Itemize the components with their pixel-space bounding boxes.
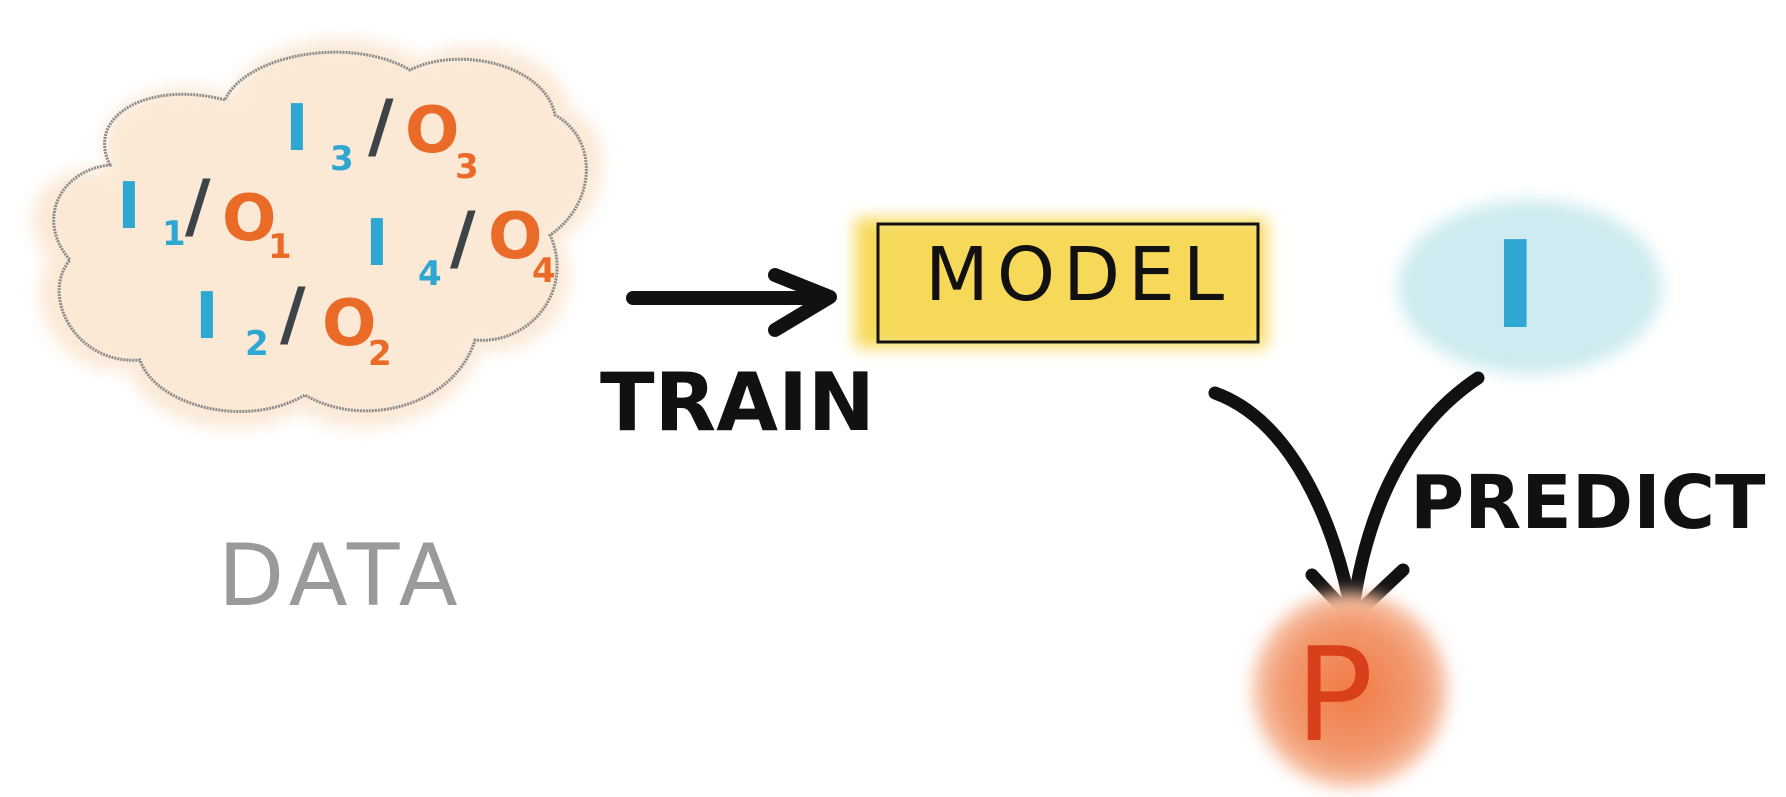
train-arrow xyxy=(626,268,837,337)
pair-2-output: O xyxy=(322,287,376,361)
pair-4-input: I xyxy=(365,207,389,281)
pair-1-output-subscript: 1 xyxy=(268,227,292,267)
pair-4: I 4 / O 4 xyxy=(365,197,556,294)
model-box-outline xyxy=(876,222,1260,344)
data-cloud-outline xyxy=(52,50,588,413)
model-box: MODEL xyxy=(855,218,1267,348)
pair-2-output-subscript: 2 xyxy=(368,334,392,374)
pair-1-input-subscript: 1 xyxy=(162,214,186,254)
prediction-label: P xyxy=(1295,619,1373,771)
pair-4-separator: / xyxy=(450,197,476,279)
pair-2-input-subscript: 2 xyxy=(245,324,269,364)
pair-3-input: I xyxy=(285,92,309,166)
input-blob: I xyxy=(1398,200,1662,374)
pair-1-output: O xyxy=(222,182,276,256)
prediction-blob: P xyxy=(1252,592,1448,788)
input-blob-shape xyxy=(1398,200,1662,374)
train-label: TRAIN xyxy=(600,356,875,449)
pair-4-output: O xyxy=(488,200,542,274)
input-label: I xyxy=(1493,217,1538,356)
model-label: MODEL xyxy=(925,232,1232,318)
data-cloud-fill xyxy=(32,38,603,429)
pair-3-input-subscript: 3 xyxy=(330,139,354,179)
pair-3-output-subscript: 3 xyxy=(455,147,479,187)
pair-4-input-subscript: 4 xyxy=(418,254,442,294)
pair-2-separator: / xyxy=(280,273,306,355)
prediction-blob-shape xyxy=(1252,592,1448,788)
pair-4-output-subscript: 4 xyxy=(532,251,556,291)
pair-3-separator: / xyxy=(368,85,394,167)
pair-2-input: I xyxy=(195,280,219,354)
pair-3: I 3 / O 3 xyxy=(285,85,479,187)
pair-1-input: I xyxy=(117,170,141,244)
pair-1-separator: / xyxy=(185,165,211,247)
model-box-fill xyxy=(855,218,1267,348)
pair-3-output: O xyxy=(405,94,459,168)
pair-2: I 2 / O 2 xyxy=(195,273,392,374)
data-cloud xyxy=(32,38,603,429)
pair-1: I 1 / O 1 xyxy=(117,165,292,267)
data-label: DATA xyxy=(218,526,464,626)
predict-label: PREDICT xyxy=(1410,460,1766,546)
